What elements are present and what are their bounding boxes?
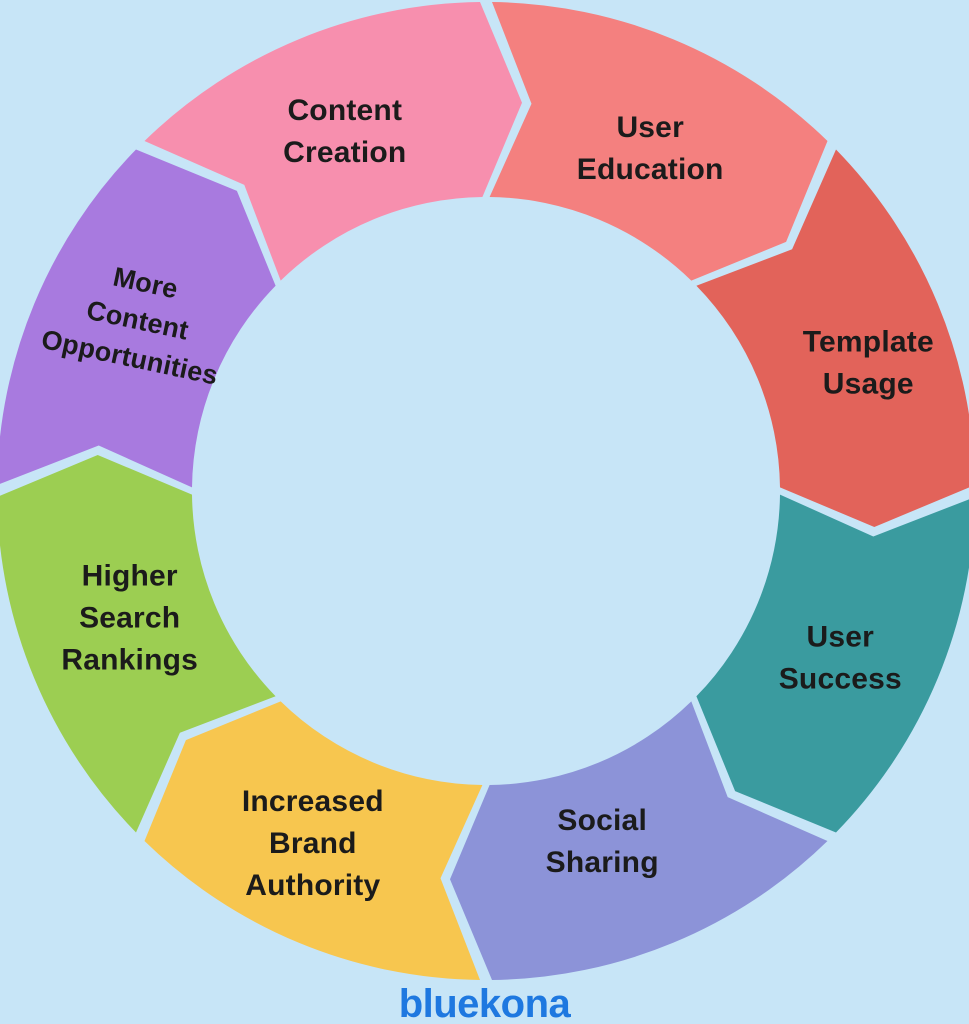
segment-user-education xyxy=(489,2,828,281)
segment-social-sharing xyxy=(450,701,828,980)
segment-higher-search-rankings xyxy=(0,455,276,833)
segment-increased-brand-authority xyxy=(144,701,483,980)
segment-more-content-opportunities xyxy=(0,149,276,488)
segment-content-creation xyxy=(144,2,522,281)
segment-template-usage xyxy=(696,149,969,527)
brand-watermark: bluekona xyxy=(398,982,571,1024)
segment-user-success xyxy=(696,494,969,833)
